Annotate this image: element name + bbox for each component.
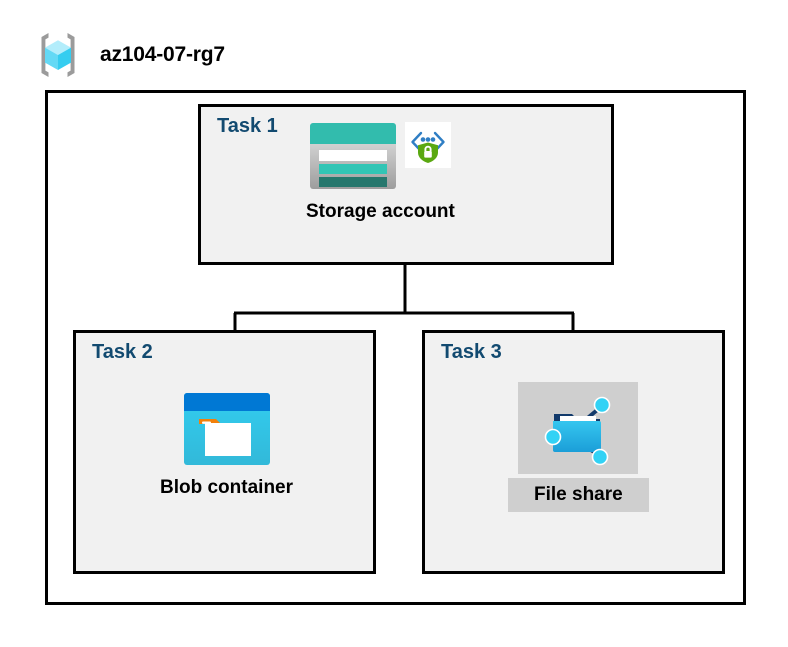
node-caption-file-share: File share — [508, 478, 649, 512]
file-share-icon — [518, 382, 639, 474]
storage-icon-row — [309, 122, 452, 190]
page-title: az104-07-rg7 — [100, 43, 225, 66]
task-label-3: Task 3 — [441, 341, 502, 363]
resource-group-header: az104-07-rg7 — [30, 27, 225, 83]
resource-group-icon — [30, 27, 86, 83]
node-caption-storage-account: Storage account — [306, 201, 455, 222]
storage-account-icon — [309, 122, 397, 190]
blob-container-icon — [183, 392, 271, 466]
node-blob-container[interactable]: Blob container — [150, 392, 303, 501]
secure-endpoint-shield-icon — [405, 122, 452, 168]
resource-group-boundary — [45, 90, 746, 605]
node-storage-account[interactable]: Storage account — [296, 122, 465, 225]
task-label-2: Task 2 — [92, 341, 153, 363]
task-label-1: Task 1 — [217, 115, 278, 137]
node-caption-blob-container: Blob container — [160, 477, 294, 498]
node-file-share[interactable]: File share — [508, 382, 649, 512]
